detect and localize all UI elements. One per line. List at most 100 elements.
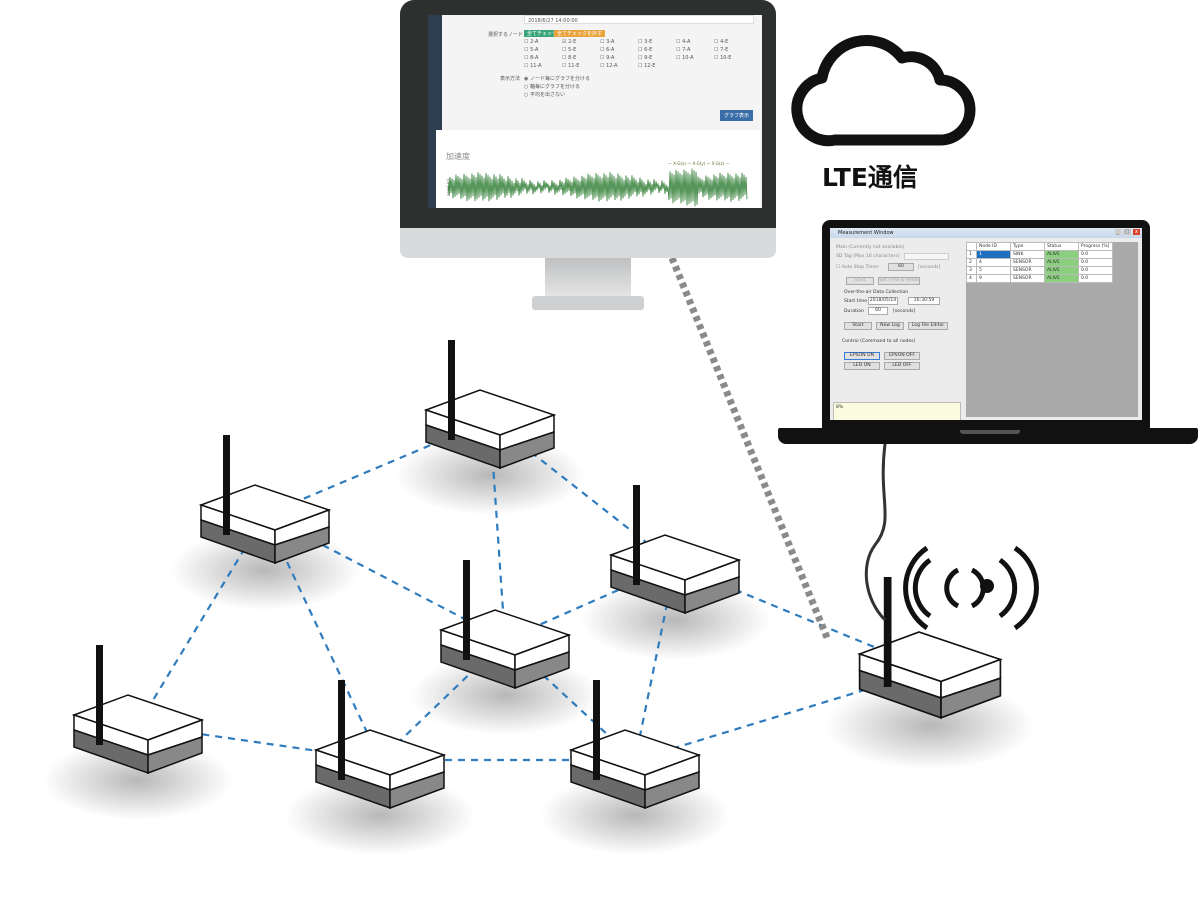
new-log-button[interactable]: New Log bbox=[876, 322, 904, 330]
epson-on-button[interactable]: EPSON ON bbox=[844, 352, 880, 360]
table-cell: ALIVE bbox=[1044, 250, 1079, 259]
node-label: 11-A bbox=[530, 63, 542, 69]
node-checkbox[interactable]: ☐ 11-E bbox=[562, 63, 580, 69]
antenna bbox=[96, 645, 103, 745]
node-checkbox[interactable]: ☐ 11-A bbox=[524, 63, 542, 69]
led-off-button[interactable]: LED OFF bbox=[884, 362, 920, 370]
start-time-label: Start time bbox=[844, 299, 868, 304]
node-shadow bbox=[43, 740, 233, 820]
node-checkbox[interactable]: ☐ 12-A bbox=[600, 63, 618, 69]
acceleration-waveform bbox=[448, 168, 748, 207]
node-shadow bbox=[170, 530, 360, 610]
laptop: Measurement Window _ □ x Main (Currently… bbox=[822, 220, 1150, 428]
node-checkbox[interactable]: ☐ 5-E bbox=[562, 47, 577, 53]
node-checkbox[interactable]: ☐ 9-E bbox=[638, 55, 653, 61]
start-button[interactable]: Start bbox=[844, 322, 872, 330]
node-label: 3-E bbox=[644, 39, 653, 45]
option-label: ノード毎にグラフを分ける bbox=[529, 76, 590, 82]
option-label: 平均を出さない bbox=[529, 92, 565, 98]
log-file-editor-button[interactable]: Log File Editor bbox=[908, 322, 948, 330]
node-label: 6-E bbox=[644, 47, 653, 53]
node-label: 7-A bbox=[682, 47, 691, 53]
start-date-picker[interactable]: 2018/05/14 bbox=[868, 297, 898, 305]
auto-stop-checkbox[interactable]: ☐ Auto Stop Timer bbox=[836, 265, 879, 270]
sd-tag-label: SD Tag (Max 16 characters) bbox=[836, 254, 900, 259]
node-label: 11-E bbox=[568, 63, 580, 69]
node-checkbox[interactable]: ☐ 6-A bbox=[600, 47, 615, 53]
node-checkbox[interactable]: ☐ 4-E bbox=[714, 39, 729, 45]
node-label: 10-A bbox=[682, 55, 694, 61]
table-cell: 1 bbox=[976, 250, 1011, 259]
graph-display-button[interactable]: グラフ表示 bbox=[720, 110, 754, 121]
node-checkbox[interactable]: ☐ 2-A bbox=[524, 39, 539, 45]
node-shadow bbox=[540, 775, 730, 855]
control-label: Control (Command to all nodes) bbox=[842, 339, 916, 344]
display-option[interactable]: ○ 軸毎にグラフを分ける bbox=[524, 84, 580, 90]
node-checkbox[interactable]: ☐ 8-E bbox=[562, 55, 577, 61]
laptop-cable bbox=[864, 443, 887, 622]
window-controls[interactable]: _ □ x bbox=[1114, 229, 1140, 235]
node-checkbox[interactable]: ☐ 7-A bbox=[676, 47, 691, 53]
main-start-button[interactable]: Start bbox=[846, 277, 874, 285]
node-label: 4-A bbox=[682, 39, 691, 45]
node-label: 6-A bbox=[606, 47, 615, 53]
node-checkbox[interactable]: ☐ 5-A bbox=[524, 47, 539, 53]
display-option[interactable]: ◉ ノード毎にグラフを分ける bbox=[524, 76, 590, 82]
node-checkbox[interactable]: ☐ 4-A bbox=[676, 39, 691, 45]
check-all-button[interactable]: 全てチェック bbox=[524, 30, 561, 37]
duration-stepper[interactable]: 60 bbox=[868, 307, 888, 315]
antenna bbox=[633, 485, 640, 585]
node-checkbox[interactable]: ☐ 12-E bbox=[638, 63, 656, 69]
sensor-node bbox=[608, 485, 742, 615]
table-cell: 0.0 bbox=[1078, 258, 1113, 267]
table-cell: 4 bbox=[966, 274, 977, 283]
antenna bbox=[463, 560, 470, 660]
auto-stop-stepper[interactable]: 60 bbox=[888, 263, 914, 271]
node-checkbox[interactable]: ☐ 8-A bbox=[524, 55, 539, 61]
sd-tag-input[interactable] bbox=[904, 253, 949, 260]
chart-title: 加速度 bbox=[446, 152, 470, 161]
node-checkbox[interactable]: ☐ 3-A bbox=[600, 39, 615, 45]
node-label: 2-A bbox=[530, 39, 539, 45]
uncheck-all-button[interactable]: 全てチェックを外す bbox=[554, 30, 606, 37]
node-checkbox[interactable]: ☐ 3-E bbox=[638, 39, 653, 45]
node-shadow bbox=[580, 580, 770, 660]
seconds-label: [seconds] bbox=[918, 265, 941, 270]
display-option[interactable]: ○ 平均を出さない bbox=[524, 92, 565, 98]
set-time-reset-button[interactable]: Set Time & Reset bbox=[878, 277, 920, 285]
laptop-notch bbox=[960, 430, 1020, 434]
led-on-button[interactable]: LED ON bbox=[844, 362, 880, 370]
node-label: 5-E bbox=[568, 47, 577, 53]
antenna bbox=[223, 435, 230, 535]
node-label: 3-A bbox=[606, 39, 615, 45]
cloud-icon bbox=[791, 35, 976, 147]
epson-off-button[interactable]: EPSON OFF bbox=[884, 352, 920, 360]
table-cell: 2 bbox=[966, 258, 977, 267]
node-checkbox[interactable]: ☐ 10-E bbox=[714, 55, 732, 61]
window-title: Measurement Window bbox=[830, 228, 1142, 238]
start-time-picker[interactable]: 16:30:59 bbox=[908, 297, 940, 305]
table-cell: 4 bbox=[976, 258, 1011, 267]
lte-link bbox=[668, 256, 832, 642]
table-cell: SENSOR bbox=[1010, 274, 1045, 283]
select-node-label: 選択するノード bbox=[488, 32, 524, 38]
node-checkbox[interactable]: ☑ 2-E bbox=[562, 39, 577, 45]
node-checkbox[interactable]: ☐ 7-E bbox=[714, 47, 729, 53]
table-cell: ALIVE bbox=[1044, 258, 1079, 267]
node-checkbox[interactable]: ☐ 10-A bbox=[676, 55, 694, 61]
column-header[interactable]: Type bbox=[1010, 242, 1045, 251]
node-checkbox[interactable]: ☐ 6-E bbox=[638, 47, 653, 53]
node-label: 7-E bbox=[720, 47, 729, 53]
sensor-node bbox=[313, 680, 447, 810]
antenna bbox=[883, 577, 892, 687]
column-header[interactable]: Status bbox=[1044, 242, 1079, 251]
node-checkbox[interactable]: ☐ 9-A bbox=[600, 55, 615, 61]
monitor-chin bbox=[400, 228, 776, 258]
antenna bbox=[448, 340, 455, 440]
column-header[interactable]: Progress [%] bbox=[1078, 242, 1113, 251]
column-header[interactable]: Node ID bbox=[976, 242, 1011, 251]
